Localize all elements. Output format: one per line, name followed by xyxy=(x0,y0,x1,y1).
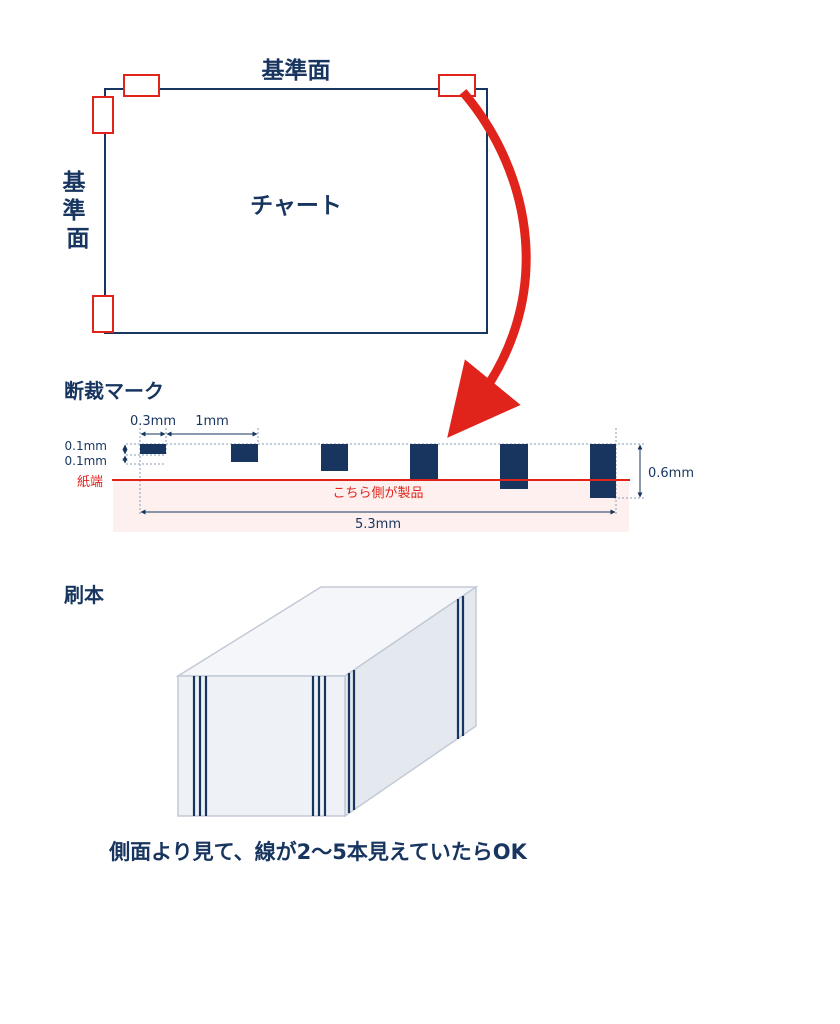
cut-mark-bar-4 xyxy=(410,444,438,480)
cutting-marks-detail: 断裁マーク 0 xyxy=(64,379,694,532)
ref-face-left-label: 基 準 面 xyxy=(62,170,93,252)
paper-edge-label: 紙端 xyxy=(77,475,103,490)
ref-tab-top-left xyxy=(123,74,160,97)
dim-label-0-1-b: 0.1mm xyxy=(65,454,107,468)
dim-label-0-6: 0.6mm xyxy=(648,466,694,481)
dim-label-0-1-a: 0.1mm xyxy=(65,439,107,453)
ref-left-char: 面 xyxy=(67,226,90,252)
book-caption: 側面より見て、線が2〜5本見えていたらOK xyxy=(108,840,528,864)
book-block: 刷本 側面より見て、線が2〜5本見えていたらOK xyxy=(64,583,528,864)
dim-label-1: 1mm xyxy=(195,414,229,429)
cut-mark-bar-6 xyxy=(590,444,616,498)
chart-outline xyxy=(104,88,488,334)
edge-marks-front-left xyxy=(192,676,208,816)
ref-face-top-label: 基準面 xyxy=(262,57,331,84)
cut-mark-bar-2 xyxy=(231,444,258,462)
cut-mark-bar-5 xyxy=(500,444,528,489)
ref-tab-left-top xyxy=(92,96,114,134)
cutting-marks-heading: 断裁マーク xyxy=(64,379,164,403)
zoom-arrow xyxy=(447,89,531,438)
cut-mark-bar-1 xyxy=(140,444,166,454)
chart-diagram: 基準面 基 準 面 チャート xyxy=(62,57,488,334)
dimension-lines xyxy=(122,431,643,515)
dim-label-5-3: 5.3mm xyxy=(355,517,401,532)
dim-label-0-3: 0.3mm xyxy=(130,414,176,429)
edge-marks-side-far xyxy=(456,596,465,739)
product-side-label: こちら側が製品 xyxy=(332,486,423,501)
edge-marks-front-right xyxy=(311,676,327,816)
chart-label: チャート xyxy=(250,193,342,219)
cut-mark-bar-3 xyxy=(321,444,348,471)
book-heading: 刷本 xyxy=(64,583,104,607)
edge-marks-side-near xyxy=(347,670,356,813)
ref-tab-left-bottom xyxy=(92,295,114,333)
product-area xyxy=(113,480,629,532)
ref-left-char: 準 xyxy=(62,197,85,224)
ref-left-char: 基 xyxy=(62,170,86,196)
